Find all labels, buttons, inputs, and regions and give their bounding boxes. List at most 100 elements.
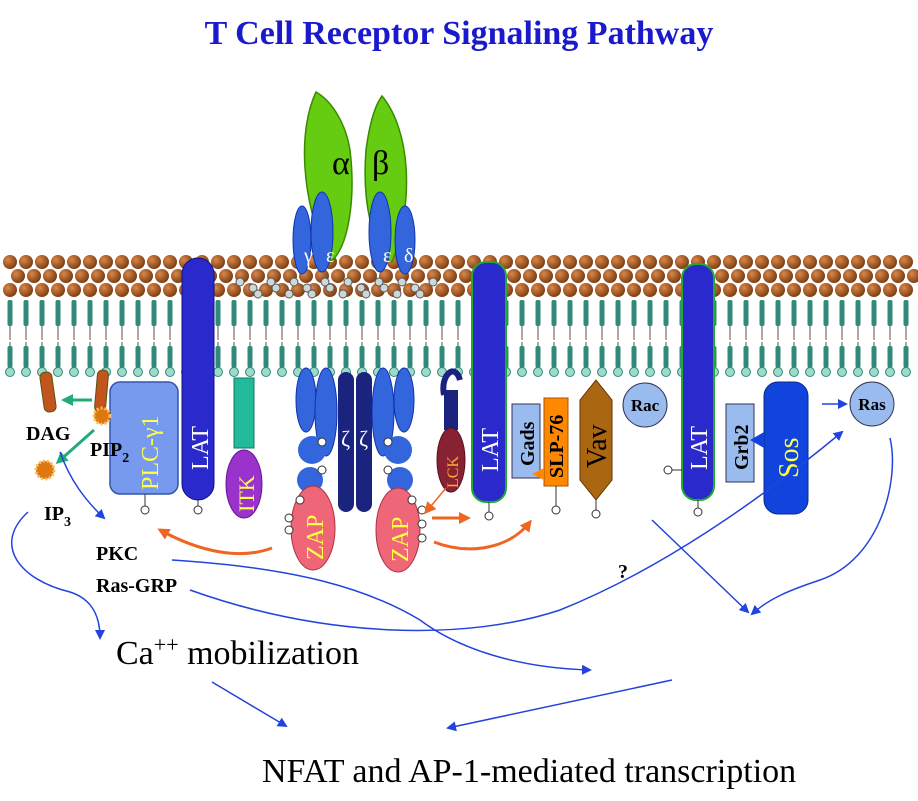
lipid-head (19, 283, 33, 297)
lipid-head (451, 283, 465, 297)
lipid-head (227, 255, 241, 269)
cd3-complex: γ ε ε δ (292, 191, 416, 275)
lipid-head (635, 269, 649, 283)
pathway-arrows (10, 399, 894, 732)
svg-text:PIP2: PIP2 (90, 439, 129, 466)
sos-label: Sos (774, 438, 805, 478)
lipid-head (531, 255, 545, 269)
lipid-head (563, 255, 577, 269)
lipid-head (803, 255, 817, 269)
lipid-head (547, 283, 561, 297)
lipid-head (875, 269, 889, 283)
lipid-head (259, 283, 273, 297)
lck: LCK (436, 368, 466, 493)
dag-label: DAG (26, 423, 71, 445)
lipid-head (19, 255, 33, 269)
lipid-head (27, 269, 41, 283)
lipid-head (731, 269, 745, 283)
lipid-head (99, 283, 113, 297)
epsilon-right-label: ε (383, 245, 391, 267)
lipid-head (611, 255, 625, 269)
lipid-head (75, 269, 89, 283)
lipid-head (339, 255, 353, 269)
second-messengers (34, 369, 112, 481)
lipid-head (675, 255, 689, 269)
lat-3: LAT (663, 263, 715, 517)
lipid-head (787, 283, 801, 297)
lipid-head (363, 269, 377, 283)
lipid-head (163, 255, 177, 269)
lipid-head (147, 255, 161, 269)
lipid-head (851, 283, 865, 297)
grb2: Grb2 (725, 403, 755, 483)
lipid-head (619, 269, 633, 283)
lipid-head (3, 283, 17, 297)
lipid-head (579, 255, 593, 269)
plc-label: PLC-γ1 (138, 415, 164, 490)
lat3-label: LAT (687, 426, 713, 470)
lipid-head (131, 255, 145, 269)
lipid-head (515, 283, 529, 297)
lipid-head (795, 269, 809, 283)
lipid-head (555, 269, 569, 283)
lipid-head (859, 269, 873, 283)
lipid-head (707, 255, 721, 269)
lipid-head (819, 283, 833, 297)
itk-label: ITK (234, 475, 259, 512)
zap-left-label: ZAP (303, 515, 329, 560)
plc-gamma1: PLC-γ1 (109, 381, 179, 515)
lipid-head (35, 255, 49, 269)
lipid-head (755, 255, 769, 269)
lat-1: LAT (181, 257, 215, 515)
lipid-head (155, 269, 169, 283)
lipid-head (91, 269, 105, 283)
zeta-right-label: ζ (359, 426, 368, 451)
lipid-head (755, 283, 769, 297)
lipid-head (331, 269, 345, 283)
lipid-head (723, 283, 737, 297)
lipid-head (835, 283, 849, 297)
lipid-head (723, 255, 737, 269)
gads-label: Gads (517, 421, 539, 466)
gamma-label: γ (303, 245, 313, 267)
lipid-head (611, 283, 625, 297)
lipid-head (523, 269, 537, 283)
lipid-head (627, 283, 641, 297)
lipid-head (771, 283, 785, 297)
lipid-head (435, 255, 449, 269)
lipid-head (627, 255, 641, 269)
lipid-head (451, 255, 465, 269)
lipid-head (547, 255, 561, 269)
transcription-label: NFAT and AP-1-mediated transcription (262, 753, 796, 790)
lipid-head (899, 283, 913, 297)
lipid-head (651, 269, 665, 283)
tcr-alpha-beta: α β (303, 90, 408, 264)
lipid-head (83, 255, 97, 269)
lipid-head (515, 255, 529, 269)
lat2-label: LAT (478, 428, 504, 472)
lipid-head (539, 269, 553, 283)
ca-mobilization-label: Ca++ mobilization (116, 632, 359, 672)
lipid-head (115, 255, 129, 269)
lipid-head (35, 283, 49, 297)
lipid-head (411, 269, 425, 283)
delta-label: δ (404, 245, 413, 267)
lipid-head (819, 255, 833, 269)
lipid-head (115, 283, 129, 297)
lipid-head (899, 255, 913, 269)
lipid-head (739, 283, 753, 297)
lipid-head (435, 283, 449, 297)
lipid-head (507, 269, 521, 283)
vav: Vav (579, 379, 613, 519)
lipid-head (531, 283, 545, 297)
lipid-head (587, 269, 601, 283)
lipid-head (867, 283, 881, 297)
beta-label: β (372, 145, 389, 182)
lipid-head (659, 255, 673, 269)
rasgrp-label: Ras-GRP (96, 575, 177, 597)
lipid-head (643, 255, 657, 269)
rac: Rac (622, 382, 668, 428)
grb2-label: Grb2 (731, 424, 753, 470)
lipid-head (643, 283, 657, 297)
